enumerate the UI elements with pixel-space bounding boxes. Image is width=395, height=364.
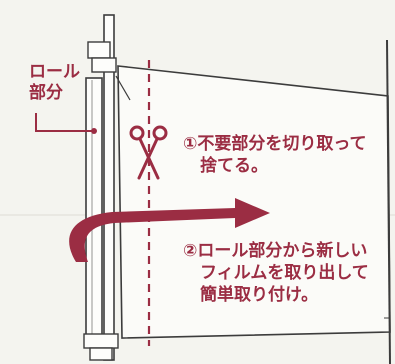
roll-body bbox=[85, 77, 103, 337]
arrow-icon bbox=[69, 198, 271, 262]
film-edge-lead bbox=[115, 75, 131, 101]
roll-part-label: ロール 部分 bbox=[29, 62, 80, 104]
step2-text: ②ロール部分から新しい フィルムを取り出して 簡単取り付け。 bbox=[183, 241, 369, 305]
frame-right-edge bbox=[386, 39, 391, 364]
step1-text: ①不要部分を切り取って 捨てる。 bbox=[183, 134, 367, 176]
roll-assembly bbox=[83, 14, 131, 361]
roll-label-leader bbox=[35, 113, 94, 132]
roll-foot bbox=[89, 347, 113, 361]
roll-label-dot bbox=[91, 128, 97, 134]
roll-clamp-top bbox=[91, 57, 117, 73]
roll-bracket-top bbox=[87, 41, 111, 59]
scissors-icon bbox=[129, 125, 168, 180]
roll-bracket-bottom bbox=[83, 333, 119, 349]
